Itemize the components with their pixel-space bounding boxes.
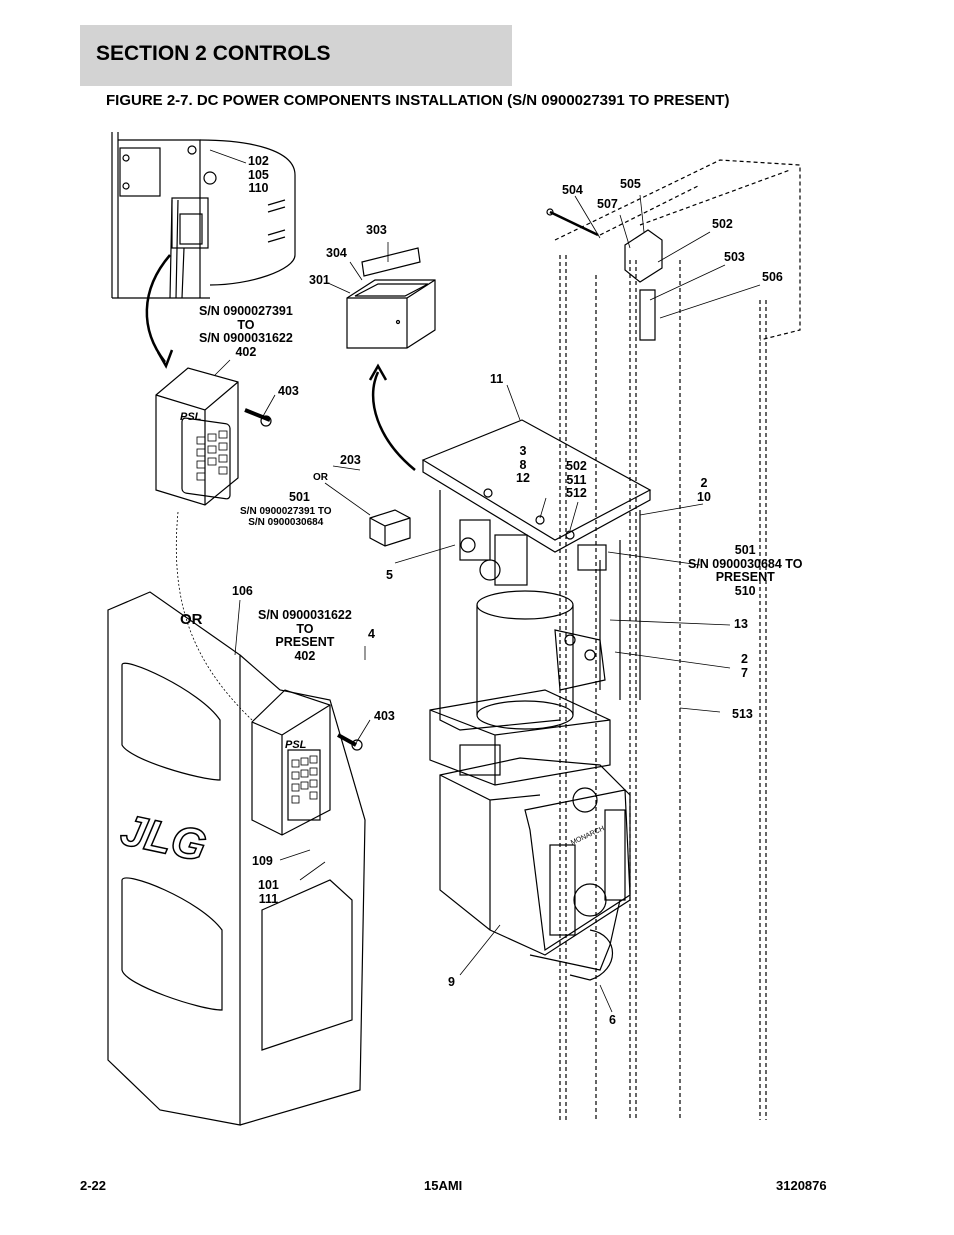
keypad-new [251, 689, 363, 836]
callout-304: 304 [326, 246, 347, 260]
reservoir-tank [439, 757, 631, 981]
monarch-logo: MONARCH [570, 825, 606, 847]
footer-model: 15AMI [424, 1178, 463, 1193]
callout-303: 303 [366, 223, 387, 237]
callout-102-105-110: 102 105 110 [248, 154, 269, 195]
callout-or-keypad: OR [180, 611, 203, 628]
callout-sn-new-keypad: S/N 0900031622 TO PRESENT 402 [258, 608, 352, 663]
footer-page-number: 2-22 [80, 1178, 107, 1193]
keypad-old [155, 367, 272, 506]
relay-connector [369, 509, 411, 547]
jlg-logo: JLG [116, 805, 210, 871]
cover-box-301 [346, 247, 436, 349]
keypad-old-brand: PSL [180, 411, 202, 423]
callout-101-111: 101 111 [258, 878, 279, 906]
callout-505: 505 [620, 177, 641, 191]
callout-403-new: 403 [374, 709, 395, 723]
footer-doc-number: 3120876 [776, 1178, 827, 1193]
valve-manifold [429, 689, 611, 786]
callout-or-small: OR [313, 472, 328, 483]
keypad-new-keys [291, 755, 318, 804]
callout-sn-range-501: S/N 0900027391 TO S/N 0900030684 [240, 506, 332, 528]
mounting-plate-11 [421, 419, 652, 731]
callout-2-7: 2 7 [741, 652, 748, 680]
callout-502-top: 502 [712, 217, 733, 231]
mast-frame [554, 159, 801, 1120]
callout-403-old: 403 [278, 384, 299, 398]
callout-506: 506 [762, 270, 783, 284]
callout-501-510-new: 501 S/N 0900030684 TO PRESENT 510 [688, 543, 803, 598]
callout-3-8-12: 3 8 12 [516, 444, 530, 485]
arrow-to-cover [368, 363, 416, 471]
callout-5: 5 [386, 568, 393, 582]
leader-lines [175, 149, 761, 1013]
callout-6: 6 [609, 1013, 616, 1027]
inset-mount-detail [111, 132, 296, 299]
callout-11: 11 [490, 372, 504, 386]
callout-501-old: 501 [289, 490, 310, 504]
callout-504: 504 [562, 183, 583, 197]
keypad-new-brand: PSL [285, 739, 307, 751]
callout-4: 4 [368, 627, 375, 641]
callout-503: 503 [724, 250, 745, 264]
callout-301: 301 [309, 273, 330, 287]
callout-106: 106 [232, 584, 253, 598]
switch-505 [624, 229, 663, 341]
base-cover-106 [107, 591, 366, 1126]
callout-507: 507 [597, 197, 618, 211]
pump-motor [476, 590, 606, 730]
callout-9: 9 [448, 975, 455, 989]
arrow-to-keypad [145, 254, 174, 369]
section-title: SECTION 2 CONTROLS [96, 42, 331, 65]
callout-203: 203 [340, 453, 361, 467]
callout-513: 513 [732, 707, 753, 721]
section-header-bar: SECTION 2 CONTROLS [80, 25, 512, 86]
bolt-504 [546, 208, 599, 237]
figure-title: FIGURE 2-7. DC POWER COMPONENTS INSTALLA… [106, 92, 730, 109]
callout-109: 109 [252, 854, 273, 868]
callout-502-511-512: 502 511 512 [566, 459, 587, 500]
callout-2-10: 2 10 [697, 476, 711, 504]
callout-13: 13 [734, 617, 748, 631]
callout-sn-old-keypad: S/N 0900027391 TO S/N 0900031622 402 [199, 304, 293, 359]
keypad-old-keys [196, 430, 228, 481]
